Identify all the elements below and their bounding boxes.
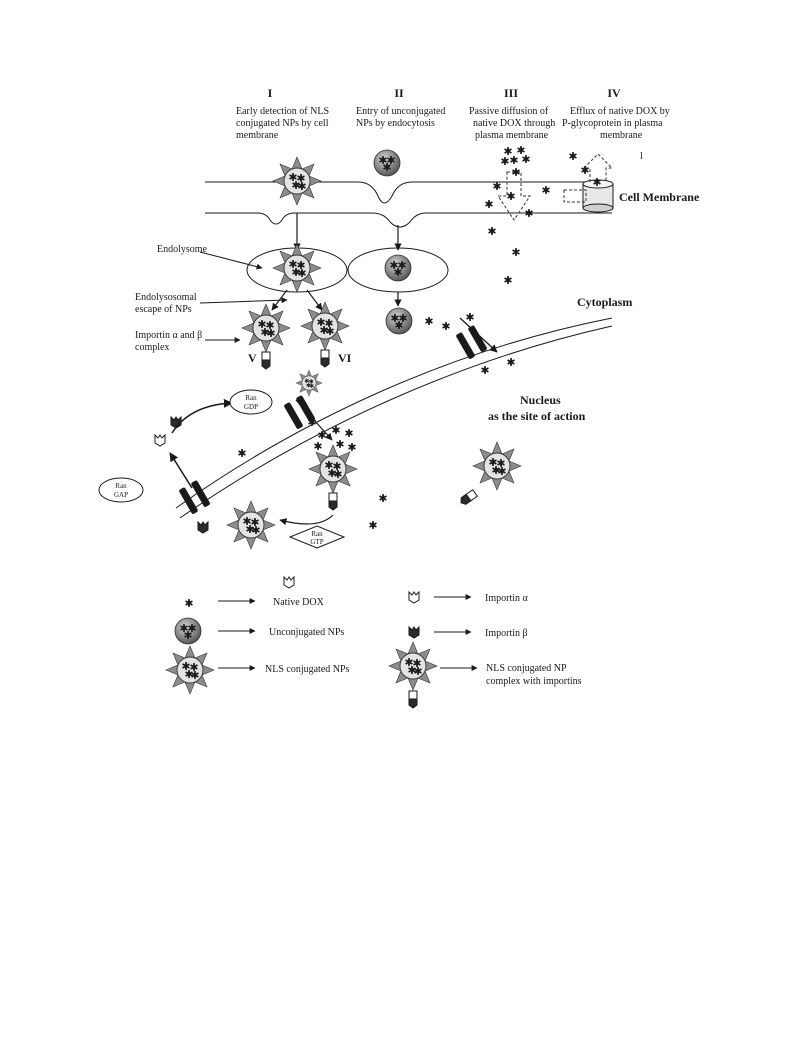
legend-importin-beta-icon <box>408 626 420 639</box>
ran-gdp-line-2: GDP <box>244 403 258 411</box>
arrow-importin-export <box>169 452 193 489</box>
cell-membrane-label: Cell Membrane <box>619 190 700 204</box>
importin-detached <box>458 489 478 507</box>
importin-complex-label-line-2: complex <box>135 342 169 353</box>
stage-iii-caption-line-1: Passive diffusion of <box>469 106 549 117</box>
diffusion-arrow-dashed <box>497 171 531 221</box>
stage-iii-caption-line-3: plasma membrane <box>475 130 549 141</box>
nuclear-pore-right <box>456 325 487 359</box>
stage-i-caption-line-2: conjugated NPs by cell <box>236 118 329 129</box>
unconj-np-released <box>386 308 412 334</box>
stage-ii-numeral: II <box>394 86 404 100</box>
legend-nls-np-icon <box>166 646 214 694</box>
endolysosomal-escape-pointer <box>199 297 288 304</box>
nls-np-complex-in-nucleus <box>309 445 357 493</box>
stage-i-numeral: I <box>268 86 273 100</box>
numeral-v: V <box>248 351 257 365</box>
ran-gtp: Ran GTP <box>288 525 346 549</box>
ran-gdp: Ran GDP <box>229 389 273 415</box>
ran-gap-line-1: Ran <box>115 482 127 490</box>
dox-in-nucleus-1 <box>481 365 489 375</box>
importin-beta-recycled <box>197 521 209 534</box>
unconj-np-outside <box>374 150 400 176</box>
arrow-escape-vi <box>306 289 323 311</box>
importin-tail-v <box>261 351 271 370</box>
nuclear-pore-center <box>284 395 315 429</box>
dox-in-nucleus-2 <box>507 357 515 367</box>
arrow-escape-v <box>271 289 288 311</box>
ran-gap: Ran GAP <box>98 477 144 503</box>
legend-nls-conjugated-nps: NLS conjugated NPs <box>265 664 350 675</box>
nls-np-complex-crossing <box>296 370 322 396</box>
nls-np-at-site-of-action <box>473 442 521 490</box>
nls-np-complex-v <box>242 304 290 352</box>
nls-np-at-membrane <box>273 157 321 205</box>
endolysosomal-escape-label-line-2: escape of NPs <box>135 304 192 315</box>
stage-i-caption-line-1: Early detection of NLS <box>236 106 329 117</box>
nls-np-in-endolysosome <box>273 244 321 292</box>
stage-iv-caption-line-2: P-glycoprotein in plasma <box>562 118 663 129</box>
nls-np-complex-vi <box>301 302 349 350</box>
stage-i-caption-line-3: membrane <box>236 130 279 141</box>
stray-mark: l <box>640 151 643 162</box>
importin-tail-in-nucleus <box>328 492 338 511</box>
dox-nucleus-4 <box>369 520 377 530</box>
unconj-np-in-endolysosome <box>385 255 411 281</box>
endolysosomal-escape-label-line-1: Endolysosomal <box>135 292 197 303</box>
stage-ii-caption-line-2: NPs by endocytosis <box>356 118 435 129</box>
nuclear-envelope <box>175 317 613 519</box>
legend: Native DOX Unconjugated NPs NLS conjugat… <box>166 576 582 709</box>
stage-iv-caption-line-1: Efflux of native DOX by <box>570 106 670 117</box>
legend-complex-tail-icon <box>408 690 418 709</box>
legend-unconjugated-nps: Unconjugated NPs <box>269 627 344 638</box>
ran-gtp-line-2: GTP <box>310 538 323 546</box>
legend-native-dox: Native DOX <box>273 597 325 608</box>
nucleus-label-line-1: Nucleus <box>520 393 561 407</box>
legend-complex-line-1: NLS conjugated NP <box>486 663 567 674</box>
legend-complex-line-2: complex with importins <box>486 676 582 687</box>
ran-gap-line-2: GAP <box>114 491 128 499</box>
nucleus-label-line-2: as the site of action <box>488 409 586 423</box>
cell-membrane: Cell Membrane <box>205 181 700 228</box>
ran-gtp-line-1: Ran <box>311 530 323 538</box>
importin-alpha-cytoplasm <box>154 434 166 447</box>
stage-iii-header: III Passive diffusion of native DOX thro… <box>469 86 555 141</box>
stage-iv-header: IV Efflux of native DOX by P-glycoprotei… <box>562 86 670 141</box>
ran-gdp-line-1: Ran <box>245 394 257 402</box>
stage-iii-numeral: III <box>504 86 518 100</box>
legend-dox-icon <box>185 598 193 608</box>
legend-importin-alpha: Importin α <box>485 593 528 604</box>
p-glycoprotein <box>563 151 614 213</box>
arrow-ran-gtp-release <box>279 514 334 526</box>
dox-nucleus-3 <box>379 493 387 503</box>
nuclear-pore-left <box>179 480 210 514</box>
stage-iv-numeral: IV <box>607 86 621 100</box>
nls-np-released-in-nucleus <box>227 501 275 549</box>
stage-i-header: I Early detection of NLS conjugated NPs … <box>236 86 329 141</box>
legend-unconj-np-icon <box>175 618 201 644</box>
endolysosome-label: Endolysome <box>157 244 208 255</box>
importin-complex-label-line-1: Importin α and β <box>135 330 202 341</box>
dox-diffusion-group <box>425 145 550 331</box>
importin-tail-vi <box>320 349 330 368</box>
numeral-vi: VI <box>338 351 352 365</box>
legend-importin-alpha-top-icon <box>283 576 295 589</box>
legend-complex-icon <box>389 642 437 690</box>
arrow-dox-through-pore <box>459 317 498 353</box>
legend-importin-alpha-icon <box>408 591 420 604</box>
cytoplasm-label: Cytoplasm <box>577 295 632 309</box>
stage-ii-caption-line-1: Entry of unconjugated <box>356 106 445 117</box>
legend-importin-beta: Importin β <box>485 628 528 639</box>
endolysosome-pointer <box>199 251 263 270</box>
stage-iii-caption-line-2: native DOX through <box>473 118 555 129</box>
arrow-to-ran-gdp <box>171 398 233 434</box>
stage-iv-caption-line-3: membrane <box>600 130 643 141</box>
stage-ii-header: II Entry of unconjugated NPs by endocyto… <box>356 86 445 129</box>
